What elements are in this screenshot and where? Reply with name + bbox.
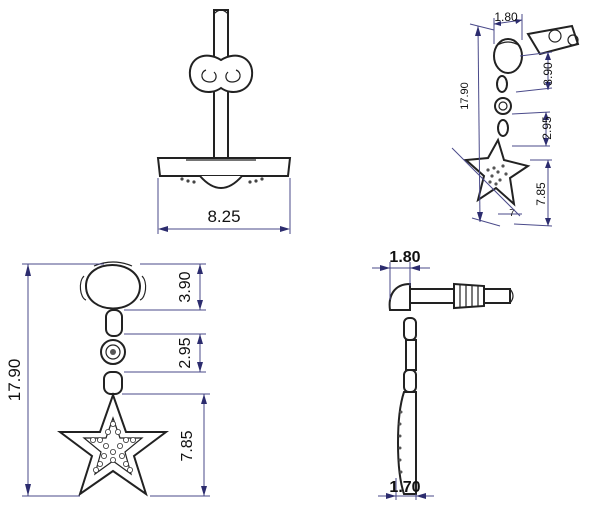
side-star (397, 391, 417, 495)
iso-view: 1.80 17.90 3.90 2.95 7.85 7 (451, 10, 580, 227)
side-view: 1.80 1.70 (372, 249, 514, 500)
dim-front-top: 3.90 (177, 271, 194, 302)
dome-cup (199, 175, 243, 189)
top-view: 8.25 (156, 9, 292, 234)
front-view: 17.90 3.90 2.95 7.85 (5, 261, 210, 497)
dim-iso-link: 2.95 (540, 116, 554, 140)
dim-iso-width: 1.80 (494, 10, 518, 24)
dim-front-link: 2.95 (177, 337, 194, 368)
dim-top-width: 8.25 (207, 207, 240, 226)
dim-iso-star: 7.85 (534, 182, 548, 206)
front-top-disc (84, 264, 142, 310)
butterfly-clutch (188, 54, 254, 93)
side-dome (388, 282, 411, 311)
dim-iso-tip: 7 (509, 208, 515, 219)
dim-front-total: 17.90 (5, 359, 24, 402)
dim-iso-top: 3.90 (541, 62, 555, 86)
dim-front-star: 7.85 (179, 430, 196, 461)
dim-iso-total: 17.90 (459, 82, 471, 110)
side-clutch (453, 282, 485, 310)
dim-side-top: 1.80 (389, 249, 420, 266)
dim-side-bottom: 1.70 (389, 479, 420, 496)
base-plate (156, 157, 292, 177)
front-star (57, 391, 169, 497)
